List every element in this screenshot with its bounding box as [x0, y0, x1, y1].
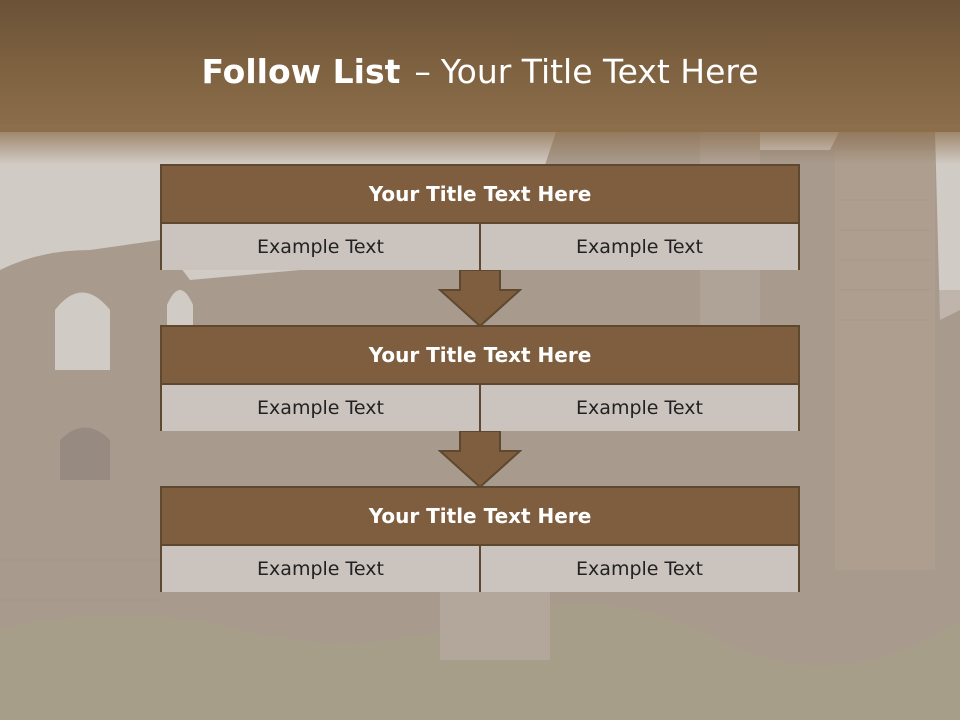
step-cell-left: Example Text: [162, 385, 479, 431]
step-cell-right: Example Text: [479, 546, 798, 592]
slide-title: Follow List–Your Title Text Here: [0, 52, 960, 91]
step-cell-left: Example Text: [162, 546, 479, 592]
header-fade: [0, 124, 960, 164]
step-row: Example Text Example Text: [162, 546, 798, 592]
down-arrow-icon: [438, 431, 522, 489]
step-title: Your Title Text Here: [162, 327, 798, 385]
step-cell-left: Example Text: [162, 224, 479, 270]
step-cell-right: Example Text: [479, 385, 798, 431]
follow-list-step-1: Your Title Text Here Example Text Exampl…: [160, 164, 800, 270]
slide-title-separator: –: [414, 52, 431, 91]
slide-title-rest: Your Title Text Here: [440, 52, 759, 91]
slide-title-bold: Follow List: [201, 52, 401, 91]
header-band: [0, 0, 960, 132]
down-arrow-icon: [438, 270, 522, 328]
step-row: Example Text Example Text: [162, 224, 798, 270]
follow-list-step-3: Your Title Text Here Example Text Exampl…: [160, 486, 800, 592]
step-cell-right: Example Text: [479, 224, 798, 270]
follow-list-step-2: Your Title Text Here Example Text Exampl…: [160, 325, 800, 431]
step-row: Example Text Example Text: [162, 385, 798, 431]
step-title: Your Title Text Here: [162, 488, 798, 546]
step-title: Your Title Text Here: [162, 166, 798, 224]
